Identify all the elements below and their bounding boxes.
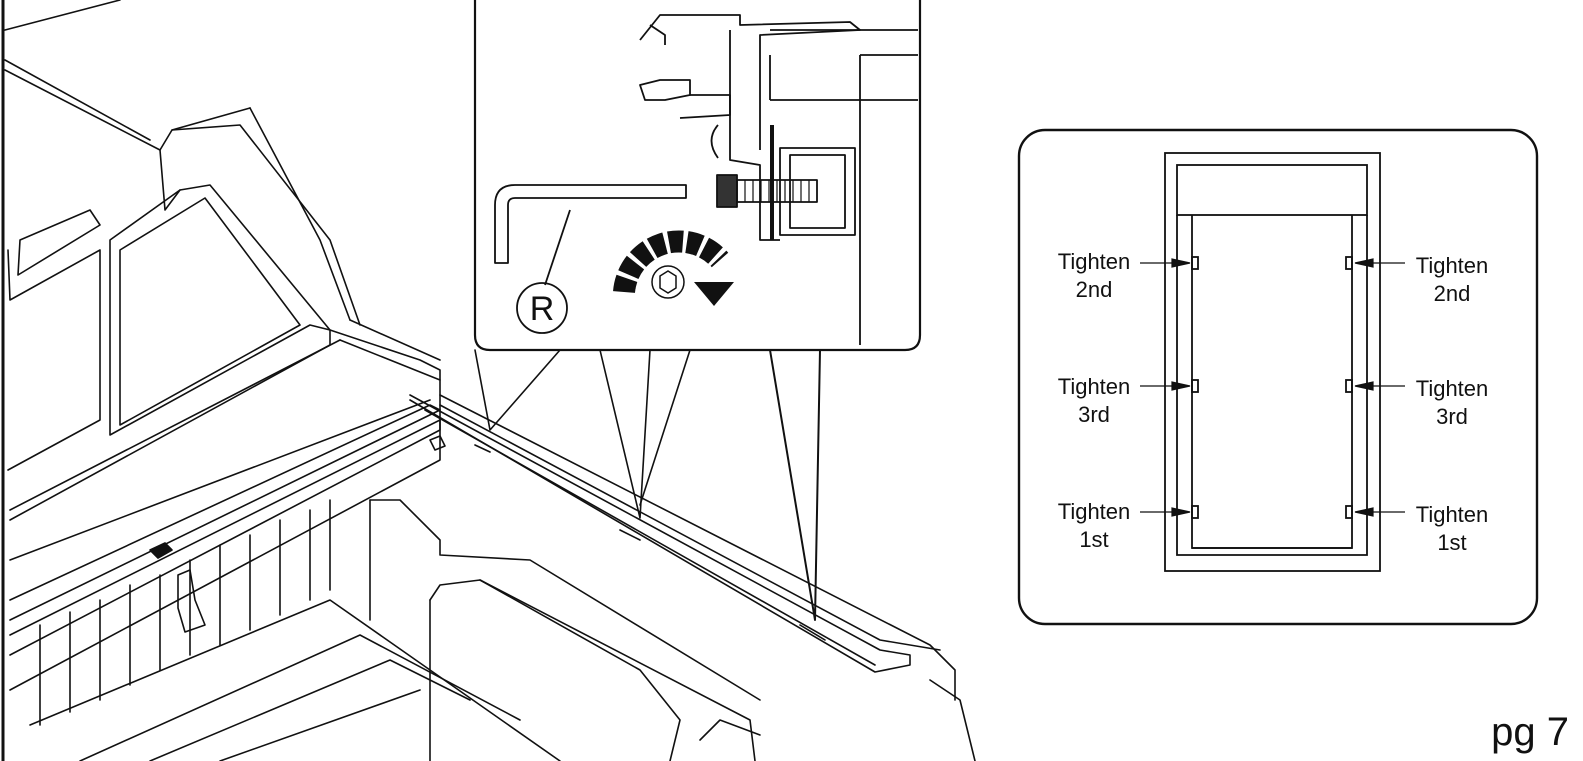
tool-callout-letter: R [529, 290, 555, 328]
rotate-clockwise-arrow-icon [613, 230, 734, 306]
page-number: pg 7 [1491, 710, 1569, 754]
hex-bolt-icon [651, 265, 685, 299]
hex-key-icon [494, 184, 687, 264]
